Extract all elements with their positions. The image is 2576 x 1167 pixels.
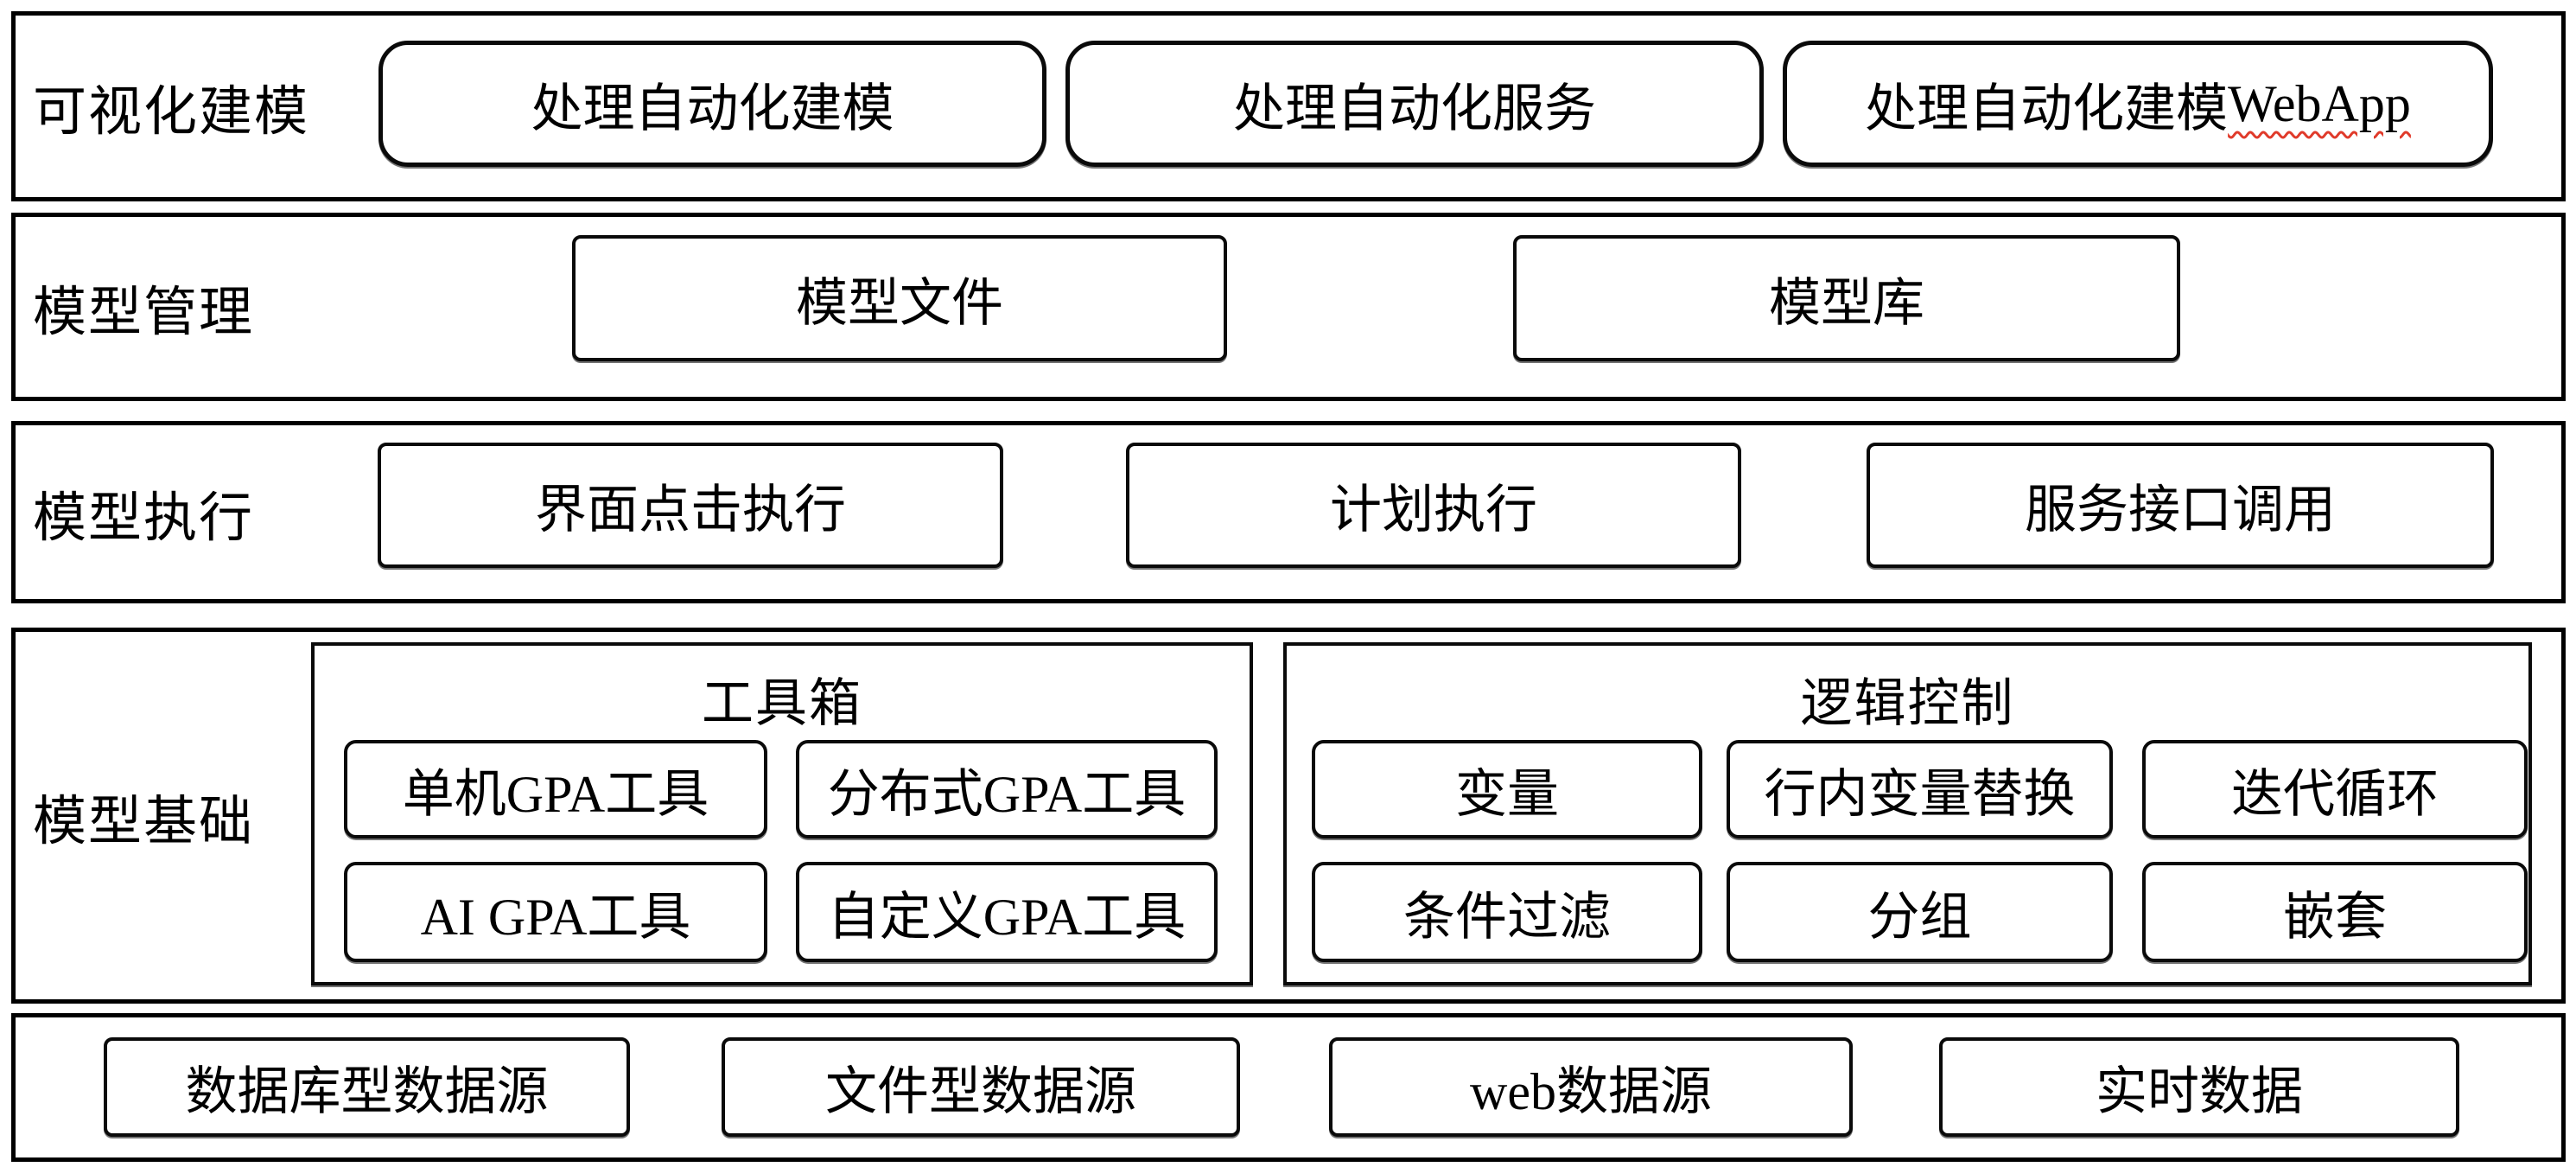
group-title-toolbox: 工具箱 [702,675,862,732]
box-model-library: 模型库 [1513,235,2180,361]
box-process-automation-service: 处理自动化服务 [1065,41,1764,167]
box-text: 行内变量替换 [1764,765,2076,823]
box-service-api-call: 服务接口调用 [1867,443,2494,568]
group-logic-control: 逻辑控制 变量 行内变量替换 迭代循环 条件过滤 分组 嵌套 [1283,642,2532,985]
box-text-webapp-suffix: WebApp [2228,74,2411,132]
box-text: web数据源 [1470,1063,1712,1120]
box-variable: 变量 [1312,740,1702,839]
layer-label-model-execution: 模型执行 [33,488,255,548]
box-text: 处理自动化服务 [1233,80,1596,137]
box-standalone-gpa-tool: 单机GPA工具 [344,740,767,839]
layer-label-visual-modeling: 可视化建模 [33,83,310,142]
box-database-datasource: 数据库型数据源 [104,1037,630,1137]
layer-band-model-execution: 模型执行 界面点击执行 计划执行 服务接口调用 [11,421,2566,603]
box-text: 条件过滤 [1403,888,1611,946]
box-text: 分组 [1867,888,1972,946]
box-iteration-loop: 迭代循环 [2142,740,2528,839]
group-toolbox: 工具箱 单机GPA工具 分布式GPA工具 AI GPA工具 自定义GPA工具 [311,642,1253,985]
box-condition-filter: 条件过滤 [1312,862,1702,962]
box-inline-variable-replace: 行内变量替换 [1727,740,2113,839]
box-nesting: 嵌套 [2142,862,2528,962]
box-text: 处理自动化建模 [531,80,894,137]
box-text: 单机GPA工具 [402,765,709,823]
box-text: 自定义GPA工具 [827,888,1186,946]
box-text: 嵌套 [2283,888,2387,946]
box-file-datasource: 文件型数据源 [722,1037,1240,1137]
layer-label-model-foundation: 模型基础 [33,792,255,851]
layer-band-model-management: 模型管理 模型文件 模型库 [11,213,2566,401]
box-web-datasource: web数据源 [1329,1037,1853,1137]
box-text: 计划执行 [1330,481,1537,539]
box-text: 分布式GPA工具 [827,765,1186,823]
box-ui-click-execution: 界面点击执行 [378,443,1003,568]
box-realtime-data: 实时数据 [1939,1037,2459,1137]
box-text: 界面点击执行 [535,481,846,539]
layer-band-data-sources: 数据库型数据源 文件型数据源 web数据源 实时数据 [11,1013,2566,1162]
box-grouping: 分组 [1727,862,2113,962]
group-title-logic-control: 逻辑控制 [1800,675,2015,732]
box-text: 迭代循环 [2231,765,2439,823]
box-scheduled-execution: 计划执行 [1126,443,1741,568]
box-custom-gpa-tool: 自定义GPA工具 [796,862,1218,962]
box-text: AI GPA工具 [420,888,691,946]
box-text: 变量 [1455,765,1559,823]
box-ai-gpa-tool: AI GPA工具 [344,862,767,962]
box-text: 模型文件 [796,274,1003,332]
box-distributed-gpa-tool: 分布式GPA工具 [796,740,1218,839]
box-process-automation-modeling: 处理自动化建模 [378,41,1046,167]
box-text: 服务接口调用 [2025,481,2336,539]
layer-label-model-management: 模型管理 [33,284,255,342]
box-text: 模型库 [1769,274,1924,332]
box-text: 文件型数据源 [825,1063,1136,1120]
box-text: 处理自动化建模 [1865,80,2229,137]
box-text: 数据库型数据源 [185,1063,549,1120]
layer-band-model-foundation: 模型基础 工具箱 单机GPA工具 分布式GPA工具 AI GPA工具 自定义GP… [11,628,2566,1004]
box-model-file: 模型文件 [572,235,1227,361]
box-text: 实时数据 [2096,1063,2303,1120]
